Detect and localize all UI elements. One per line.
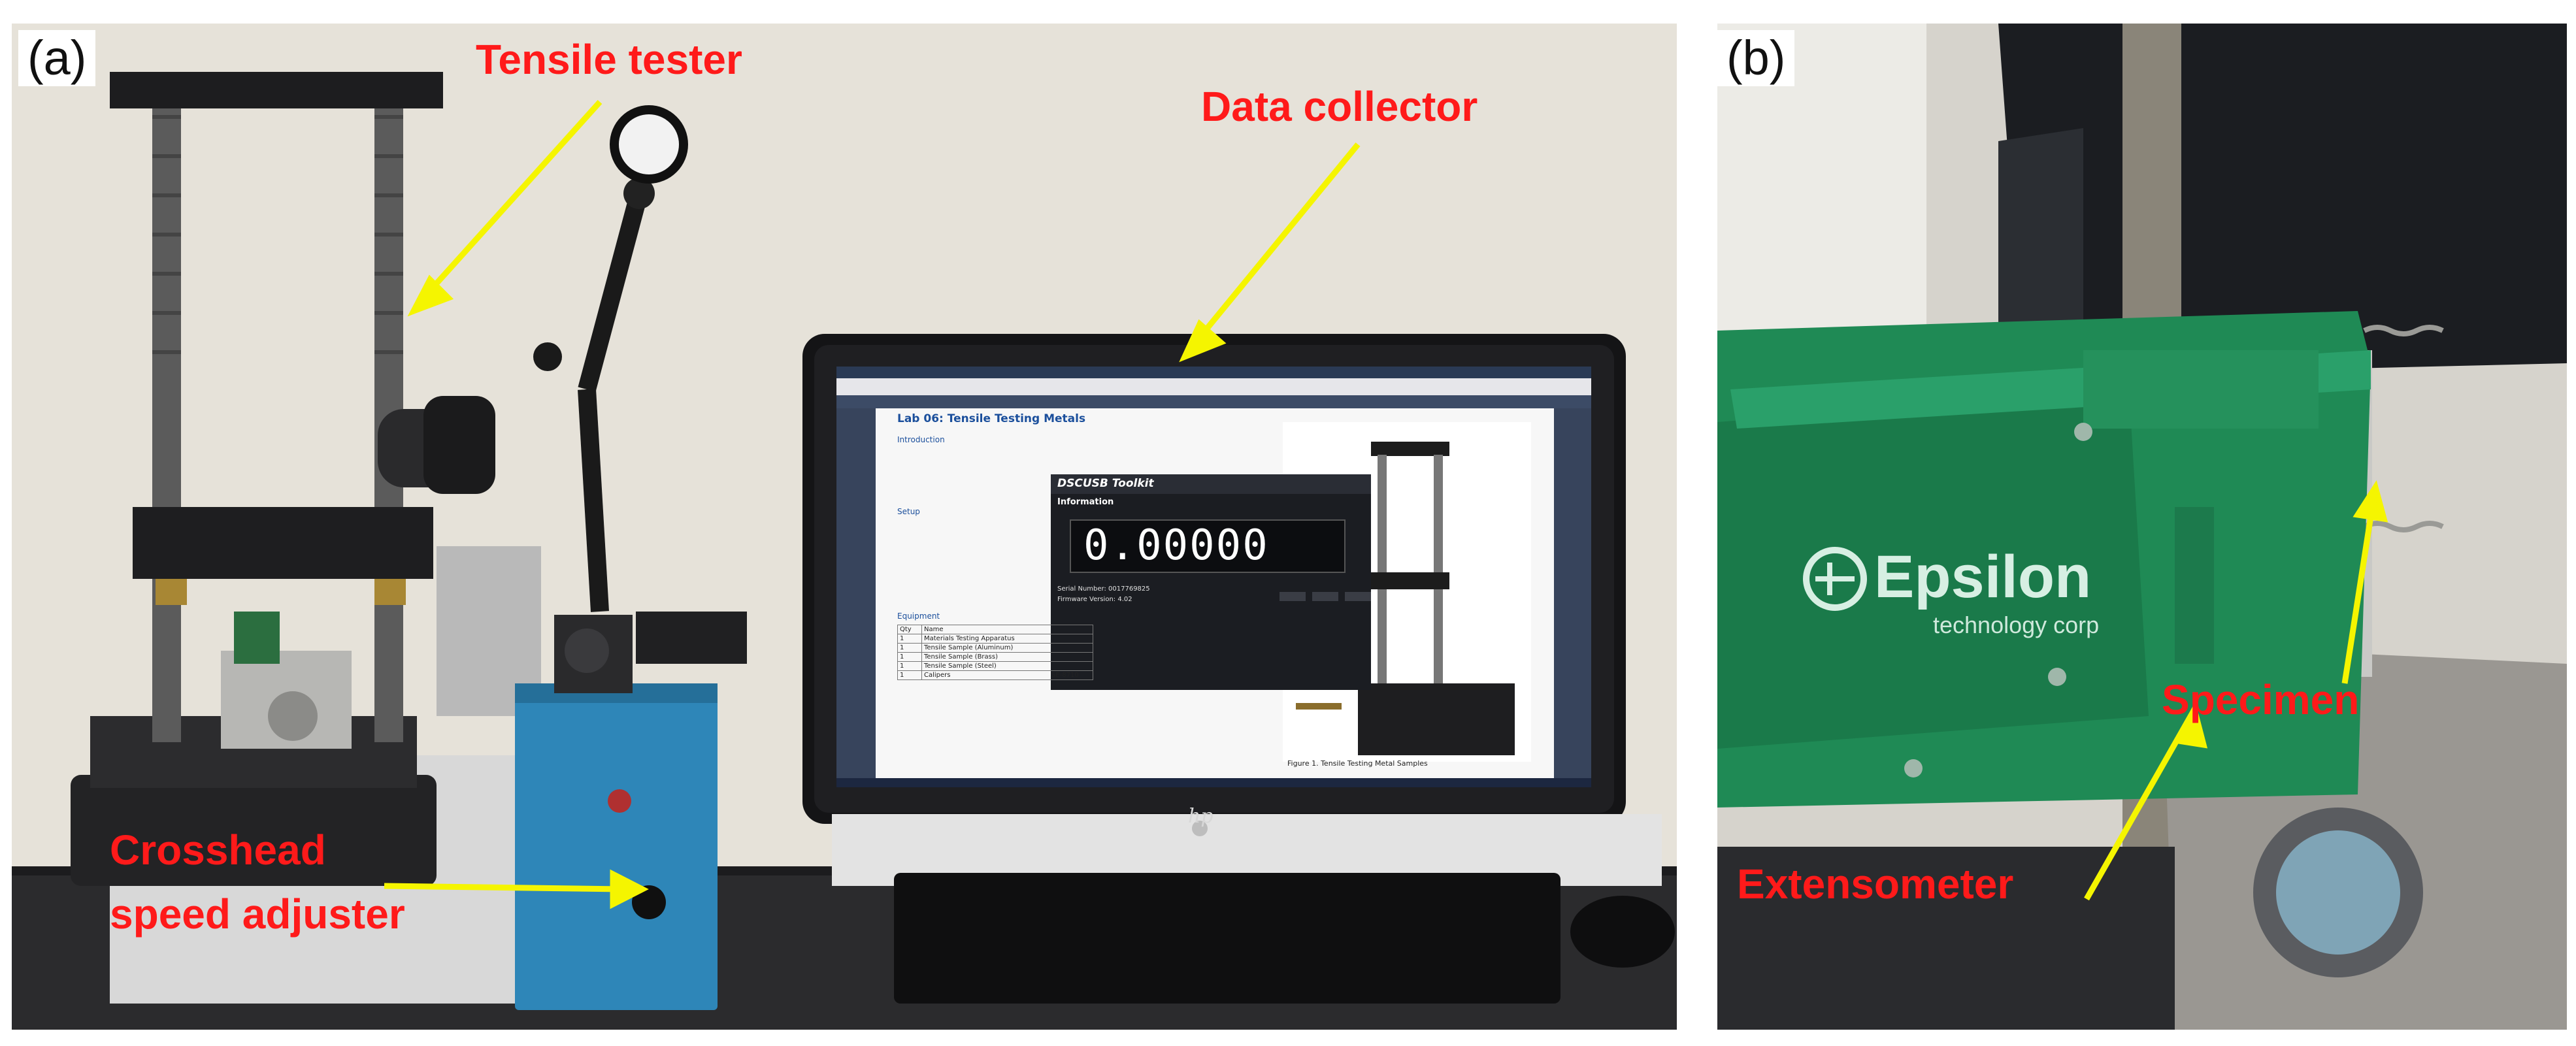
monitor-section-equipment: Equipment — [897, 612, 940, 621]
all-in-one-monitor — [802, 334, 1662, 886]
panel-b-letter: (b) — [1717, 30, 1795, 86]
arrow-data-collector — [1192, 142, 1361, 346]
table-cell-qty: 1 — [898, 653, 922, 661]
monitor-page-title: Lab 06: Tensile Testing Metals — [897, 412, 1086, 425]
panel-b-photo: Epsilon technology corp (b) Specimen Ext… — [1717, 24, 2567, 1030]
label-tensile-tester: Tensile tester — [476, 36, 742, 83]
panel-a-letter: (a) — [18, 30, 96, 86]
toolkit-serial-number: Serial Number: 0017769825 — [1057, 585, 1150, 593]
table-cell-name: Tensile Sample (Steel) — [924, 662, 997, 670]
table-cell-code — [1049, 644, 1093, 652]
monitor-section-setup: Setup — [897, 507, 920, 516]
table-cell-code — [1049, 634, 1093, 643]
arrow-crosshead-speed — [384, 883, 623, 892]
table-cell-qty: 1 — [898, 644, 922, 652]
figure-caption: Figure 1. Tensile Testing Metal Samples — [1287, 759, 1428, 768]
table-cell-name: Tensile Sample (Brass) — [924, 653, 998, 661]
equipment-table: Qty Name 1 Materials Testing Apparatus 1… — [897, 625, 1093, 680]
toolkit-reading: 0.00000 — [1083, 521, 1269, 570]
label-crosshead-line1: Crosshead — [110, 826, 326, 874]
hp-logo: hp — [1188, 805, 1214, 828]
extensometer-body — [1717, 311, 2371, 808]
label-specimen: Specimen — [2162, 676, 2360, 723]
table-cell-qty: 1 — [898, 662, 922, 670]
arrowhead-crosshead-speed — [610, 869, 649, 909]
panel-a-photo: Lab 06: Tensile Testing Metals Introduct… — [12, 24, 1677, 1030]
table-cell-code — [1049, 662, 1093, 670]
dial-indicator-arm — [533, 105, 688, 612]
arrowhead-extensometer — [2174, 701, 2208, 749]
table-cell-code: SE-8710 — [1051, 672, 1079, 679]
lab-setup-photo — [12, 24, 1677, 1030]
arrow-tensile-tester — [421, 99, 603, 301]
monitor-section-intro: Introduction — [897, 435, 945, 444]
table-cell-qty: 1 — [898, 671, 922, 679]
table-cell-qty: 1 — [898, 634, 922, 643]
table-cell-name: Materials Testing Apparatus — [924, 635, 1015, 642]
label-crosshead-line2: speed adjuster — [110, 891, 405, 938]
arrow-specimen-shaft — [2341, 503, 2376, 684]
table-cell-name: Tensile Sample (Aluminum) — [924, 644, 1014, 651]
epsilon-logo-text: Epsilon — [1874, 544, 2092, 610]
keyboard — [894, 873, 1560, 1004]
label-data-collector: Data collector — [1201, 83, 1478, 130]
arrowhead-tensile-tester — [407, 274, 454, 317]
toolkit-title: DSCUSB Toolkit — [1057, 477, 1154, 490]
mouse — [1570, 896, 1675, 968]
label-extensometer: Extensometer — [1737, 860, 2014, 907]
epsilon-logo-subtitle: technology corp — [1933, 612, 2100, 638]
table-header-qty: Qty — [898, 625, 922, 634]
arrowhead-specimen — [2353, 480, 2388, 523]
table-cell-name: Calipers — [924, 672, 951, 679]
arrowhead-data-collector — [1179, 319, 1227, 363]
tensile-tester-machine — [71, 72, 541, 1004]
toolkit-firmware: Firmware Version: 4.02 — [1057, 596, 1132, 603]
toolkit-info-heading: Information — [1057, 497, 1114, 507]
table-cell-code — [1049, 653, 1093, 661]
speed-controller-box — [515, 612, 747, 1010]
table-header-name: Name — [924, 626, 944, 633]
extensometer-closeup-photo — [1717, 24, 2567, 1030]
